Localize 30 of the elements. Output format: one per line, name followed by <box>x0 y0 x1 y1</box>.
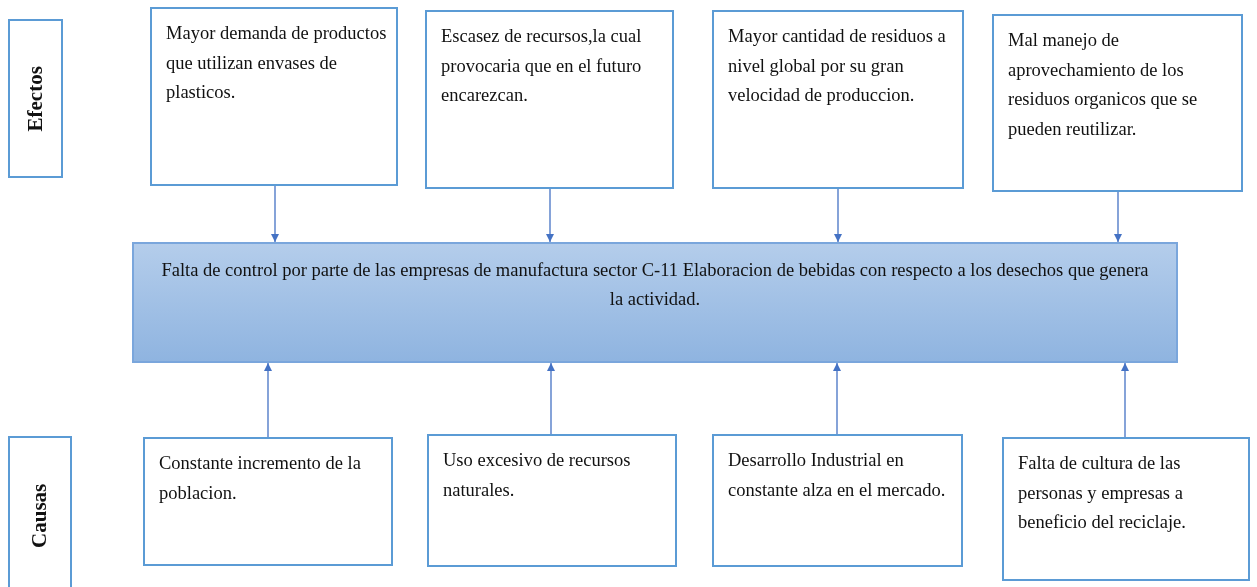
text-box <box>150 7 398 186</box>
box-text: Mayor demanda de productos que utilizan envases de plasticos. <box>166 22 388 105</box>
text-box <box>1002 437 1250 581</box>
arrow <box>1114 191 1122 243</box>
text-box <box>712 10 964 189</box>
text-box <box>143 437 393 566</box>
problem-box <box>132 242 1178 363</box>
arrow <box>1121 362 1129 438</box>
box-text: Desarrollo Industrial en constante alza en el mercado. <box>728 449 947 502</box>
box-text: Falta de cultura de las personas y empresas a beneficio del reciclaje. <box>1018 452 1187 535</box>
arrow <box>546 188 554 243</box>
text-box <box>712 434 963 567</box>
arrow <box>264 362 272 438</box>
box-text: Falta de control por parte de las empresas de manufactura sector C-11 Elaboracion de bebidas con respecto a los desechos que genera la actividad. <box>160 259 1150 311</box>
text-box <box>992 14 1243 192</box>
section-label-box <box>8 19 63 178</box>
section-label-box <box>8 436 72 587</box>
box-text: Uso excesivo de recursos naturales. <box>443 449 632 502</box>
arrow <box>547 362 555 435</box>
box-text: Mayor cantidad de residuos a nivel global por su gran velocidad de produccion. <box>728 25 947 108</box>
box-text: Constante incremento de la poblacion. <box>159 452 362 505</box>
box-text: Escasez de recursos,la cual provocaria que en el futuro encarezcan. <box>441 25 643 108</box>
text-box <box>427 434 677 567</box>
arrow <box>833 362 841 435</box>
text-box <box>425 10 674 189</box>
arrow <box>271 185 279 243</box>
arrow <box>834 188 842 243</box>
box-text: Mal manejo de aprovechamiento de los residuos organicos que se pueden reutilizar. <box>1008 29 1199 141</box>
section-label: Efectos <box>21 65 48 132</box>
section-label: Causas <box>26 483 53 549</box>
